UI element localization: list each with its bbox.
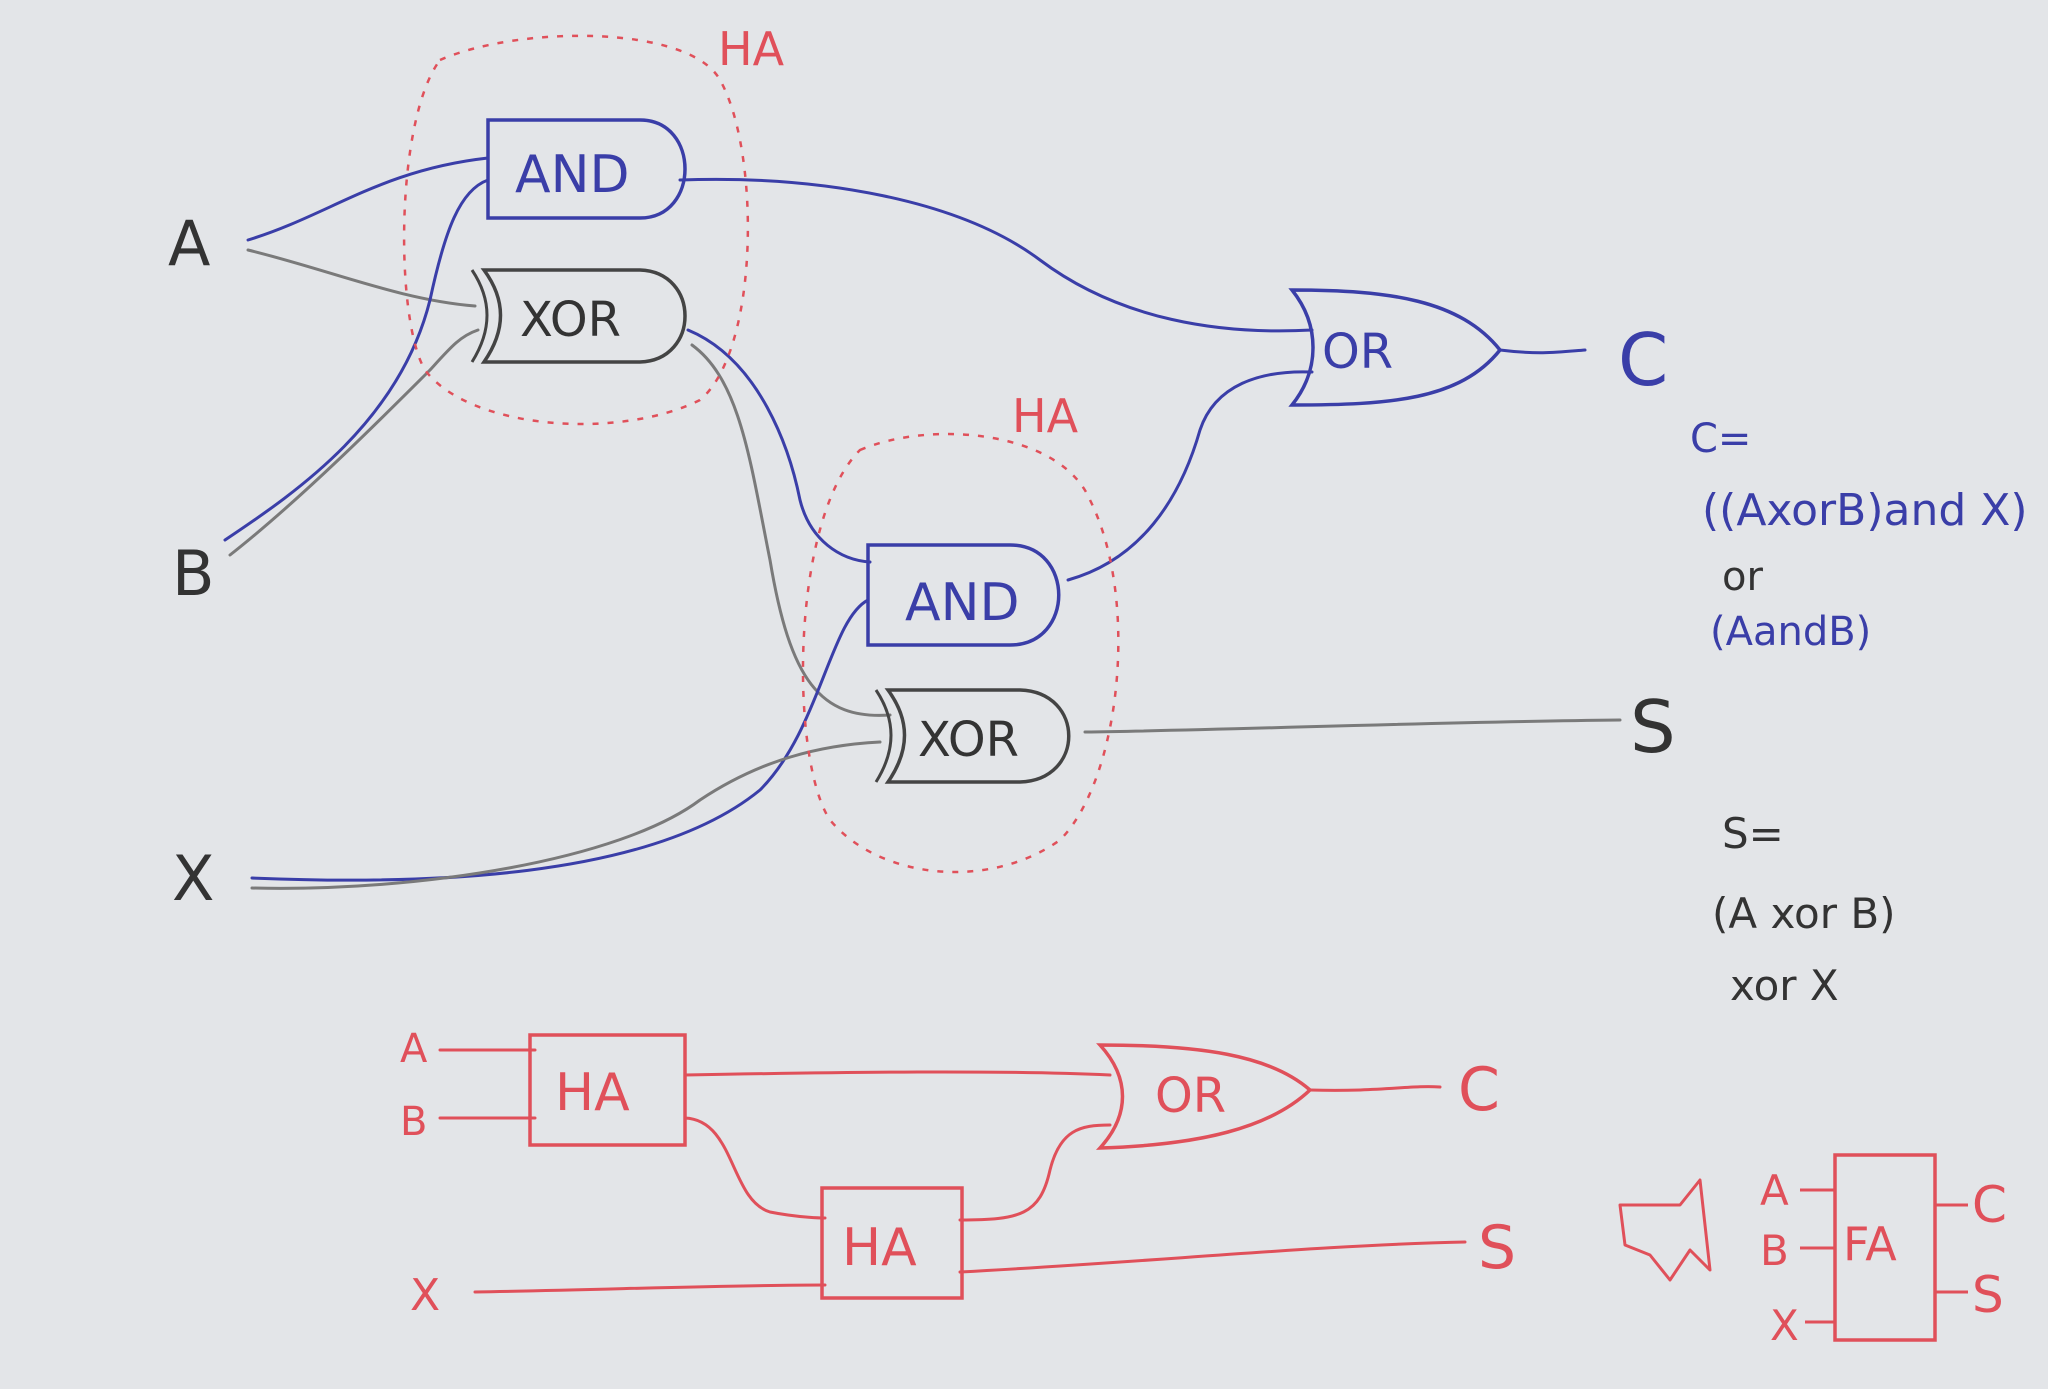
wire-and1-or [678,177,1314,333]
fa-block-pins [1800,1188,1968,1324]
output-s-label: S [1630,685,1676,769]
bottom-or-gate-shape [1095,1043,1313,1150]
bottom-wire-ha1-ha2 [683,1116,827,1220]
fa-input-b-label: B [1760,1226,1789,1275]
bottom-ha-block-1-shape [528,1033,687,1147]
ha-label-top: HA [718,22,785,76]
bottom-wire-ha2-s [958,1240,1467,1274]
input-b-label: B [172,537,215,610]
bottom-ha-block-2-label: HA [842,1218,917,1278]
bottom-input-x-label: X [410,1270,440,1321]
carry-formula-line-4: (AandB) [1710,609,1871,655]
wire-xor2-s [1083,718,1622,734]
ha-label-bottom: HA [1012,389,1079,443]
xor-gate-1-shape [480,268,687,364]
sum-formula-line-3: xor X [1730,961,1839,1010]
sum-formula: S= (A xor B) xor X [1712,809,1896,1010]
fa-block-label: FA [1843,1217,1897,1271]
xor-gate-2-back-curve [874,689,893,783]
xor-gate-1: XOR [470,268,687,364]
bottom-or-gate: OR [1095,1043,1313,1150]
carry-formula-line-2: ((AxorB)and X) [1702,485,2028,536]
or-gate-label: OR [1322,324,1393,380]
bottom-ha-block-1-label: HA [555,1063,630,1123]
arrow-icon [1618,1178,1712,1282]
wire-x-and2 [250,598,870,882]
fa-input-a-label: A [1760,1166,1789,1215]
bottom-output-c-label: C [1458,1055,1500,1125]
wire-a-xor1 [246,248,477,308]
carry-formula: C= ((AxorB)and X) or (AandB) [1690,416,2028,655]
ha-region-top [402,34,750,426]
wire-a-and1 [246,156,490,242]
bottom-wire-ha1-or [683,1070,1112,1077]
bottom-wire-x [473,1283,827,1294]
bottom-wire-or-c [1308,1085,1442,1092]
wire-and2-or [1066,370,1314,582]
bottom-ha-block-2: HA [820,1186,964,1300]
bottom-wires [438,1048,1467,1294]
or-gate-shape [1288,288,1503,407]
input-a-label: A [168,207,210,280]
bottom-circuit: HA HA OR A B X C S [400,1026,1516,1321]
ha-region-bottom [801,432,1120,874]
xor-gate-2-shape [884,688,1071,784]
bottom-ha-block-1: HA [528,1033,687,1147]
xor-gate-2-label: XOR [918,712,1019,768]
xor-gate-2: XOR [874,688,1071,784]
top-wires [223,156,1622,890]
output-c-label: C [1618,318,1668,402]
arrow-icon-shape [1618,1178,1712,1282]
xor-gate-1-back-curve [470,269,489,363]
and-gate-1: AND [486,118,687,220]
wire-xor1-and2 [686,328,872,564]
bottom-wire-ha2-or [958,1123,1112,1222]
wire-b-xor1 [228,328,480,557]
bottom-ha-block-2-shape [820,1186,964,1300]
input-x-label: X [172,842,214,915]
carry-formula-line-3: or [1722,554,1763,600]
wire-x-xor2 [250,740,882,890]
fa-output-c-label: C [1972,1176,2007,1234]
wire-xor1-xor2 [690,343,892,717]
bottom-input-a-label: A [400,1026,428,1072]
fa-input-x-label: X [1770,1301,1799,1350]
sum-formula-line-1: S= [1722,809,1784,858]
wire-b-and1 [223,178,490,542]
bottom-input-b-label: B [400,1099,427,1145]
xor-gate-1-label: XOR [520,292,621,348]
bottom-or-gate-label: OR [1155,1068,1226,1124]
fa-block: FA A B X C S [1760,1153,2007,1350]
ha-regions [402,34,1120,874]
bottom-output-s-label: S [1478,1213,1516,1283]
carry-formula-line-1: C= [1690,416,1751,462]
and-gate-2-shape [866,543,1061,647]
fa-output-s-label: S [1972,1266,2004,1324]
and-gate-2: AND [866,543,1061,647]
and-gate-2-label: AND [905,573,1020,633]
and-gate-1-label: AND [515,145,630,205]
wire-or-c [1498,348,1587,355]
and-gate-1-shape [486,118,687,220]
sum-formula-line-2: (A xor B) [1712,889,1896,938]
or-gate: OR [1288,288,1503,407]
